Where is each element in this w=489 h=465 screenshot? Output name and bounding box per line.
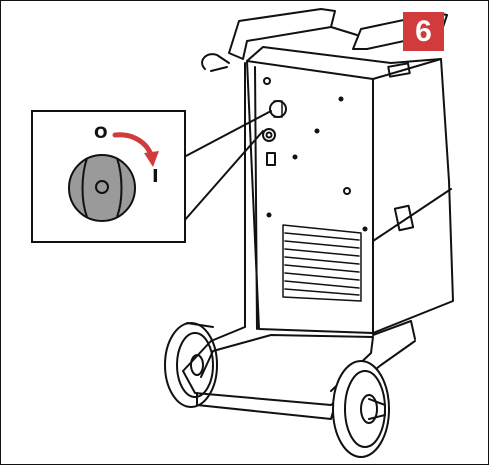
- vent-grille: [282, 224, 362, 302]
- rotary-switch-knob: [68, 154, 136, 222]
- power-switch-icon: [269, 100, 287, 118]
- top-handle-left: [228, 8, 336, 60]
- left-wheel: [164, 322, 218, 408]
- side-panel: [372, 58, 454, 334]
- step-number-badge: 6: [403, 12, 444, 51]
- top-handle-right: [352, 12, 448, 50]
- right-wheel: [332, 360, 390, 458]
- callout-line-bottom: [183, 130, 264, 222]
- callout-line-top: [183, 110, 272, 158]
- side-latch: [393, 204, 415, 232]
- switch-off-label: O: [94, 123, 108, 142]
- rotation-arrow-icon: [112, 132, 159, 167]
- switch-on-label: I: [152, 166, 159, 187]
- cable-hook: [201, 53, 230, 72]
- front-panel: [246, 60, 374, 334]
